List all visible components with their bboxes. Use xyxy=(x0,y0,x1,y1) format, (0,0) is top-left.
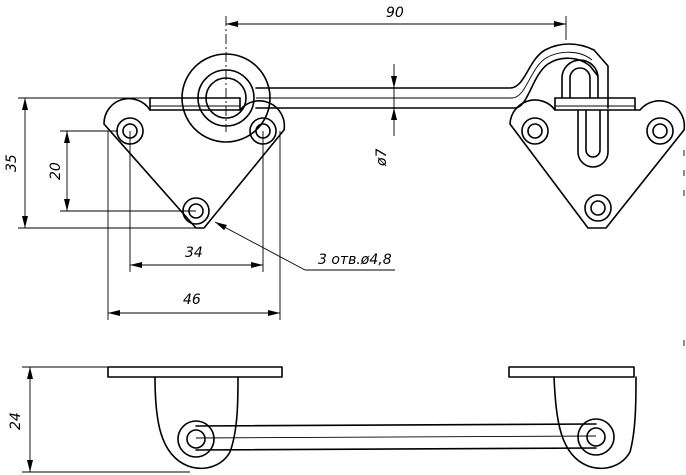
dimension-20-label: 20 xyxy=(48,162,64,180)
hook xyxy=(181,43,609,143)
dimension-24-label: 24 xyxy=(8,412,24,430)
right-mount-plate xyxy=(509,59,686,229)
hook-bar-front xyxy=(195,423,597,451)
front-view xyxy=(107,366,637,470)
left-bracket xyxy=(107,366,283,470)
dimension-90-label: 90 xyxy=(386,5,404,21)
hole xyxy=(584,194,612,222)
dimension-35: 35 xyxy=(4,97,196,229)
dimension-46: 46 xyxy=(107,131,281,320)
dimension-34: 34 xyxy=(129,131,264,272)
holes-leader: 3 отв.ø4,8 xyxy=(214,221,395,271)
dimension-24: 24 xyxy=(8,366,190,473)
dimension-46-label: 46 xyxy=(183,292,201,308)
hole xyxy=(646,117,674,145)
holes-note-label: 3 отв.ø4,8 xyxy=(318,252,392,268)
dimension-35-label: 35 xyxy=(4,154,20,172)
dimension-34-label: 34 xyxy=(185,245,203,261)
dimension-20: 20 xyxy=(48,130,196,212)
dimension-diameter-7-label: ø7 xyxy=(374,148,390,167)
right-bracket xyxy=(508,366,637,470)
hole xyxy=(521,117,549,145)
center-lines xyxy=(225,16,567,132)
dimension-90: 90 xyxy=(226,5,566,27)
dimension-diameter-7: ø7 xyxy=(374,64,397,167)
left-mount-plate xyxy=(103,97,286,229)
